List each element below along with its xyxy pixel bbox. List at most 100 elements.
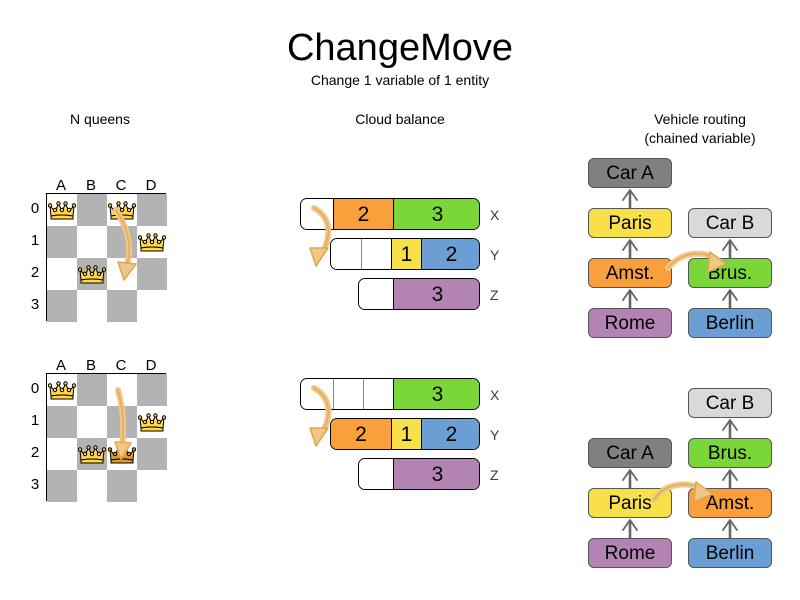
nqueens-before-cell-C3[interactable]	[107, 290, 137, 322]
vrp-after-vehicle-carb[interactable]: Car B	[688, 388, 772, 418]
nqueens-before-cell-D3[interactable]	[137, 290, 167, 322]
vrp-heading-line1: Vehicle routing	[654, 111, 746, 127]
vrp-before-stop-rome[interactable]: Rome	[588, 308, 672, 338]
vrp-before-stop-berlin[interactable]: Berlin	[688, 308, 772, 338]
vrp-after-label-amst: Amst.	[705, 492, 755, 514]
vrp-after-stop-rome[interactable]: Rome	[588, 538, 672, 568]
nqueens-before-move-arrow	[108, 206, 152, 284]
nqueens-before-cell-A1[interactable]	[47, 226, 77, 258]
vrp-before-stop-brus[interactable]: Brus.	[688, 258, 772, 288]
nqueens-after-cell-A2[interactable]	[47, 438, 77, 470]
cloud-before-segment-X-1[interactable]: 2	[333, 199, 393, 229]
nqueens-after-cell-A1[interactable]	[47, 406, 77, 438]
nqueens-before-row-label-3: 3	[30, 296, 40, 313]
section-heading-vehicle-routing: Vehicle routing (chained variable)	[610, 110, 790, 148]
vrp-before-chain-arrow-0-2	[621, 288, 639, 308]
cloud-before-segment-Y-2[interactable]: 2	[421, 239, 479, 269]
vrp-before-label-carb: Car B	[705, 212, 755, 234]
vrp-before-move-arrow	[664, 248, 728, 280]
cloud-after-segment-X-0[interactable]	[301, 379, 393, 409]
nqueens-after-row-label-1: 1	[30, 412, 40, 429]
cloud-after-move-arrow	[306, 384, 352, 450]
nqueens-after-col-label-A: A	[55, 357, 66, 374]
nqueens-before-queen-A0[interactable]	[47, 194, 77, 226]
nqueens-after-cell-D0[interactable]	[137, 374, 167, 406]
nqueens-after-cell-D2[interactable]	[137, 438, 167, 470]
nqueens-after-queen-D1[interactable]	[137, 406, 167, 438]
cloud-after-segment-Y-1[interactable]: 1	[391, 419, 421, 449]
nqueens-before-col-label-A: A	[55, 177, 66, 194]
nqueens-after-cell-B3[interactable]	[77, 470, 107, 502]
vrp-after-label-brus: Brus.	[707, 442, 753, 464]
nqueens-before-cell-C1[interactable]	[107, 226, 137, 258]
nqueens-after-move-arrow	[108, 386, 148, 466]
vrp-after-chain-arrow-1-2	[721, 518, 739, 538]
nqueens-after-cell-B1[interactable]	[77, 406, 107, 438]
vrp-after-chain-arrow-1-0	[721, 418, 739, 438]
cloud-after-segment-Z-1[interactable]: 3	[393, 459, 479, 489]
vrp-after-label-paris: Paris	[608, 492, 652, 514]
cloud-after-divider-X-0	[333, 379, 334, 409]
cloud-after-segment-Y-0[interactable]: 2	[331, 419, 391, 449]
cloud-before-segment-value-Z-1: 3	[431, 282, 444, 306]
cloud-after-bar-Z[interactable]: 3	[358, 458, 480, 490]
nqueens-before-queen-D1[interactable]	[137, 226, 167, 258]
cloud-after-segment-Z-0[interactable]	[359, 459, 393, 489]
nqueens-after-col-label-C: C	[115, 357, 127, 374]
cloud-after-segment-value-Y-2: 2	[445, 422, 458, 446]
cloud-before-segment-X-2[interactable]: 3	[393, 199, 479, 229]
vrp-after-stop-berlin[interactable]: Berlin	[688, 538, 772, 568]
cloud-after-segment-value-Z-1: 3	[431, 462, 444, 486]
nqueens-before-cell-D2[interactable]	[137, 258, 167, 290]
nqueens-after-cell-B0[interactable]	[77, 374, 107, 406]
vrp-before-chain-arrow-1-0	[721, 238, 739, 258]
vrp-before-label-amst: Amst.	[605, 262, 655, 284]
queen-piece	[48, 199, 76, 221]
vrp-after-vehicle-cara[interactable]: Car A	[588, 438, 672, 468]
cloud-before-segment-Y-1[interactable]: 1	[391, 239, 421, 269]
nqueens-after-queen-B2[interactable]	[77, 438, 107, 470]
nqueens-before-cell-A2[interactable]	[47, 258, 77, 290]
nqueens-after-queen-A0[interactable]	[47, 374, 77, 406]
nqueens-before-col-label-C: C	[115, 177, 127, 194]
vrp-after-stop-paris[interactable]: Paris	[588, 488, 672, 518]
vrp-before-label-berlin: Berlin	[705, 312, 755, 334]
nqueens-before-col-label-D: D	[145, 177, 157, 194]
cloud-before-row-label-Y: Y	[490, 247, 500, 263]
nqueens-after-cell-A3[interactable]	[47, 470, 77, 502]
cloud-before-segment-Z-0[interactable]	[359, 279, 393, 309]
nqueens-before-cell-D0[interactable]	[137, 194, 167, 226]
vrp-after-stop-brus[interactable]: Brus.	[688, 438, 772, 468]
vrp-after-chain-arrow-0-0	[621, 468, 639, 488]
nqueens-before-cell-B3[interactable]	[77, 290, 107, 322]
cloud-before-bar-Z[interactable]: 3	[358, 278, 480, 310]
nqueens-before-cell-B1[interactable]	[77, 226, 107, 258]
nqueens-after-cell-D3[interactable]	[137, 470, 167, 502]
cloud-after-segment-value-Y-1: 1	[400, 422, 413, 446]
vrp-before-stop-paris[interactable]: Paris	[588, 208, 672, 238]
queen-piece	[78, 443, 106, 465]
nqueens-after-cell-C3[interactable]	[107, 470, 137, 502]
nqueens-after-row-label-2: 2	[30, 444, 40, 461]
cloud-before-segment-value-X-1: 2	[357, 202, 370, 226]
cloud-before-row-label-X: X	[490, 207, 500, 223]
cloud-after-segment-X-1[interactable]: 3	[393, 379, 479, 409]
nqueens-before-cell-A3[interactable]	[47, 290, 77, 322]
nqueens-before-queen-B2[interactable]	[77, 258, 107, 290]
nqueens-before-cell-B0[interactable]	[77, 194, 107, 226]
vrp-after-label-carb: Car B	[705, 392, 755, 414]
vrp-before-vehicle-cara[interactable]: Car A	[588, 158, 672, 188]
cloud-before-segment-Z-1[interactable]: 3	[393, 279, 479, 309]
nqueens-before-row-label-0: 0	[30, 200, 40, 217]
vrp-after-move-arrow	[650, 478, 714, 510]
vrp-after-label-rome: Rome	[604, 542, 656, 564]
cloud-after-row-label-X: X	[490, 387, 500, 403]
vrp-before-chain-arrow-0-0	[621, 188, 639, 208]
vrp-before-stop-amst[interactable]: Amst.	[588, 258, 672, 288]
vrp-before-vehicle-carb[interactable]: Car B	[688, 208, 772, 238]
vrp-before-chain-arrow-0-1	[621, 238, 639, 258]
cloud-after-segment-Y-2[interactable]: 2	[421, 419, 479, 449]
